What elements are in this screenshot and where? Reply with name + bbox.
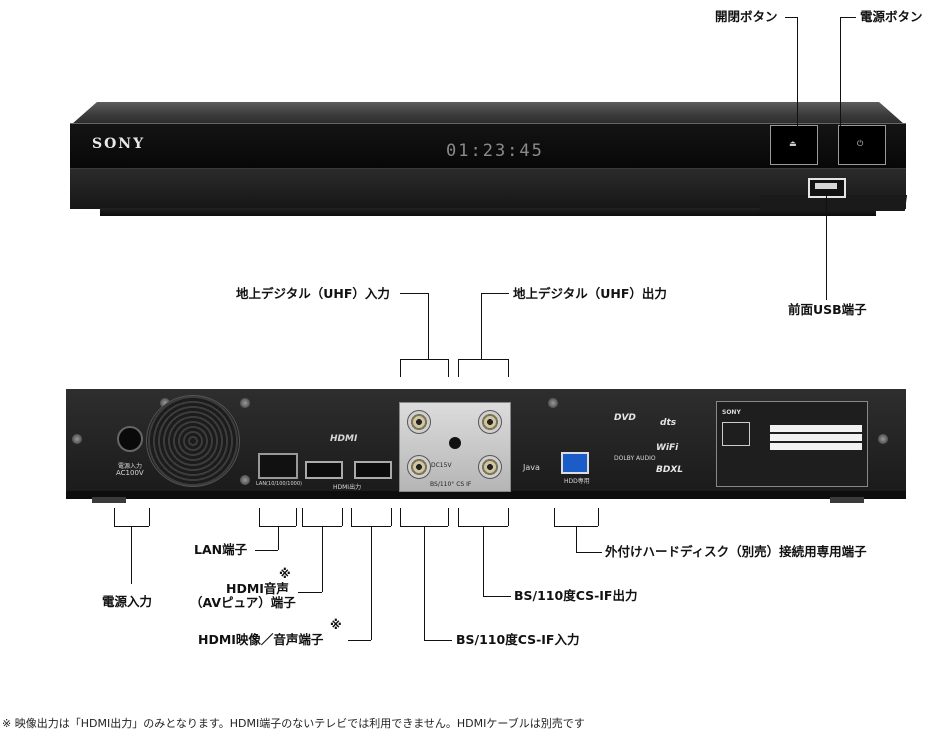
screw [240,475,250,485]
hdmi-out-label: HDMI出力 [333,484,362,491]
plate-row [770,443,862,450]
footnote: ※ 映像出力は「HDMI出力」のみとなります。HDMI端子のないテレビでは利用で… [2,717,585,730]
foot [830,497,864,503]
callout-open-close: 開閉ボタン [715,9,778,24]
plate-row [770,434,862,441]
cooling-fan [146,395,240,487]
hdmi-av-port[interactable] [305,461,343,479]
callout-hdmi-av-mark: ※ [279,567,291,581]
open-close-button[interactable] [770,125,818,165]
callout-lan: LAN端子 [194,542,248,557]
screw [878,434,888,444]
screw [548,398,558,408]
callout-hdmi-main: HDMI映像／音声端子 [198,632,324,647]
back-base [66,491,906,499]
power-button[interactable] [838,125,886,165]
callout-bs-out: BS/110度CS-IF出力 [514,588,638,603]
plate-row [770,425,862,432]
plate-emblem [722,422,750,446]
dc-label: DC15V [431,462,452,469]
dc-jack [449,437,461,449]
callout-hdmi-main-mark: ※ [330,618,342,632]
bs-out-connector[interactable] [478,455,502,479]
bs-if-label: BS/110° CS IF [430,481,472,488]
power-icon: ⏻ [857,139,864,148]
front-panel [70,123,906,169]
callout-power: 電源ボタン [860,9,923,24]
usb-slot [815,183,837,189]
hdd-label: HDD専用 [564,478,590,485]
callout-bs-in: BS/110度CS-IF入力 [456,632,580,647]
ac-label: 電源入力 [118,463,143,470]
terrestrial-in-connector[interactable] [407,410,431,434]
lan-port[interactable] [258,453,298,479]
brand-logo: SONY [92,136,146,152]
wifi-logo: WiFi [656,443,679,453]
callout-ext-hdd: 外付けハードディスク（別売）接続用専用端子 [605,544,867,559]
dts-logo: dts [660,418,677,428]
front-base [100,208,876,216]
eject-icon: ⏏ [789,139,797,148]
bdxl-logo: BDXL [656,465,684,475]
bs-in-connector[interactable] [407,455,431,479]
callout-terrestrial-out: 地上デジタル（UHF）出力 [513,286,667,301]
screw [72,434,82,444]
ac-voltage-label: AC100V [116,469,144,477]
hdmi-logo: HDMI [330,434,358,444]
dvd-logo: DVD [614,413,636,423]
terrestrial-out-connector[interactable] [478,410,502,434]
dolby-logo: DOLBY AUDIO [614,455,656,462]
plate-brand: SONY [722,409,741,416]
callout-hdmi-av-line2: （AVピュア）端子 [190,595,296,610]
hdd-usb-port[interactable] [561,452,589,474]
front-top-cover [72,102,904,124]
callout-front-usb: 前面USB端子 [788,302,867,317]
hdmi-main-port[interactable] [354,461,392,479]
ac-inlet[interactable] [117,426,143,452]
lan-port-label: LAN(10/100/1000) [256,481,302,487]
callout-terrestrial-in: 地上デジタル（UHF）入力 [236,286,390,301]
foot [92,497,126,503]
java-logo: Java [523,463,540,472]
screw [240,398,250,408]
front-display: 01:23:45 [446,141,544,161]
callout-hdmi-av-line1: HDMI音声 [226,581,289,596]
callout-power-in: 電源入力 [102,594,153,609]
